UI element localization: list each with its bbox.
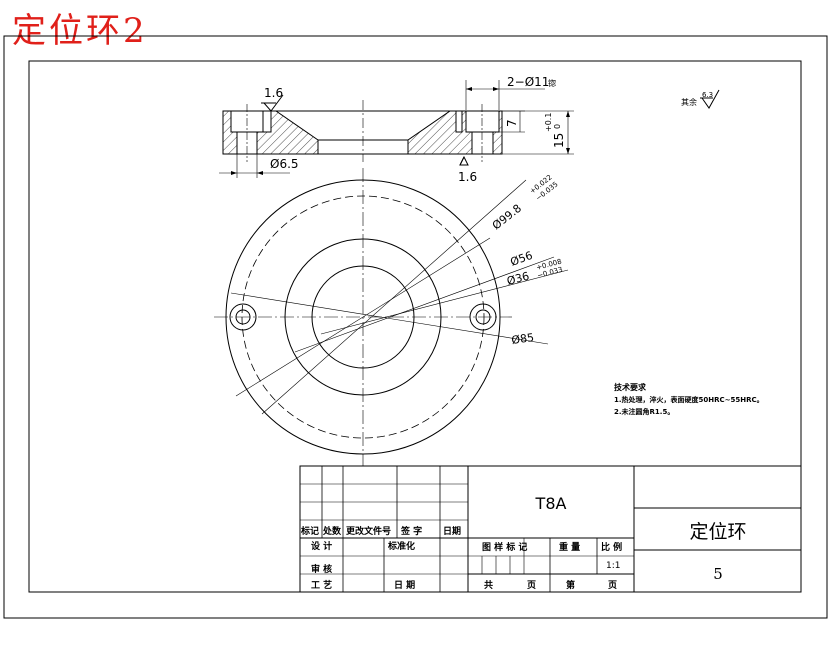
roughness-value-top: 1.6	[264, 86, 283, 100]
hole-right	[471, 131, 494, 155]
drawing-number: 5	[713, 565, 723, 583]
sheet-no: 第	[566, 579, 575, 591]
material: T8A	[535, 494, 567, 513]
bore-dim: Ø6.5	[270, 157, 299, 171]
role-process: 工 艺	[311, 579, 332, 591]
roughness-note-label: 其余	[681, 97, 697, 107]
thickness-dim: 15	[552, 133, 566, 148]
rev-header-sign: 签 字	[400, 525, 422, 537]
tech-req-title: 技术要求	[614, 382, 647, 392]
tech-requirements: 技术要求 1.热处理，淬火，表面硬度50HRC~55HRC。 2.未注圆角R1.…	[614, 382, 764, 416]
role-design: 设 计	[311, 540, 332, 552]
role-standard: 标准化	[387, 540, 415, 552]
counterbore-right	[465, 110, 500, 133]
outer-frame	[3, 35, 828, 619]
holes-dim: 2−Ø11	[507, 75, 549, 89]
roughness-note: 其余 6.3	[681, 89, 720, 109]
scale-label: 比 例	[601, 541, 622, 553]
plan-view: Ø99.8 +0.022 −0.035 Ø56 Ø36 +0.008 −0.03…	[214, 168, 569, 466]
dim-inner: Ø36	[505, 269, 530, 287]
rev-header-count: 处数	[322, 525, 342, 537]
dim-outer: Ø99.8	[490, 202, 524, 233]
roughness-value-bottom: 1.6	[458, 170, 477, 184]
page-title: 定位环2	[12, 11, 148, 51]
sheets-total: 共	[484, 579, 493, 591]
bolt-hole-left-outer	[229, 303, 257, 331]
rev-header-date: 日期	[443, 525, 461, 537]
role-review: 审 核	[311, 563, 332, 575]
role-date: 日 期	[394, 579, 415, 591]
sheets-page: 页	[527, 580, 536, 591]
stage-label: 图 样 标 记	[482, 541, 527, 553]
roughness-symbol-top	[263, 94, 284, 112]
thickness-tol-lower: 0	[553, 124, 562, 129]
dim-bolt-circle: Ø85	[511, 331, 535, 347]
holes-suffix: 锪	[548, 78, 556, 88]
scale-value: 1:1	[606, 561, 620, 571]
sheet-page: 页	[608, 580, 617, 591]
counterbore-dim: 7	[505, 119, 519, 127]
roughness-symbol-bottom	[459, 155, 469, 166]
roughness-note-value: 6.3	[702, 91, 713, 99]
thickness-tol-upper: +0.1	[544, 113, 553, 132]
tech-req-line-1: 1.热处理，淬火，表面硬度50HRC~55HRC。	[614, 395, 764, 404]
section-view: 1.6 1.6 2−Ø11 锪 7 15 +0.1 0 Ø6.5	[219, 75, 574, 184]
rev-header-doc: 更改文件号	[346, 525, 391, 537]
part-name: 定位环	[689, 521, 746, 543]
rev-header-mark: 标记	[300, 525, 319, 537]
title-block	[299, 465, 802, 593]
weight-label: 重 量	[559, 541, 580, 553]
tech-req-line-2: 2.未注圆角R1.5。	[614, 407, 674, 416]
